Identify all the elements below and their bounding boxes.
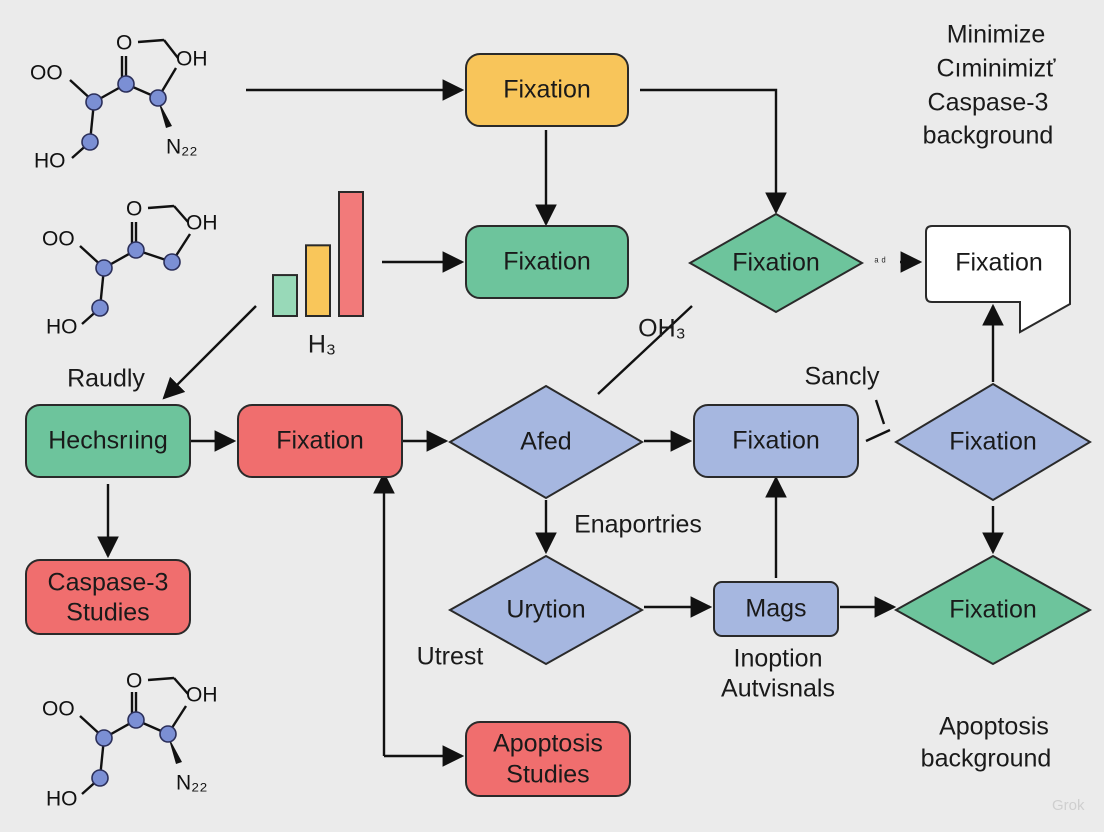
mol-n22-label: N₂₂ (176, 772, 207, 795)
mol-oo-label: OO (30, 62, 63, 85)
label-enaportries: Enaportries (574, 511, 702, 539)
label-inoption-line2: Autvisnals (721, 675, 835, 703)
node-afed-label: Afed (520, 428, 571, 456)
node-urytion-diamond-shape (447, 554, 645, 666)
node-fixation-mid-box (465, 225, 629, 299)
node-caspase-studies-line1: Caspase-3 (48, 569, 169, 597)
mol-n22-label: N₂₂ (166, 136, 197, 159)
molecule-structure-bottom: OO O OH HO N₂₂ (42, 670, 218, 811)
node-fixation-diamond-top-shape (687, 212, 865, 314)
connectors (97, 79, 1004, 767)
mol-o-label: O (126, 670, 142, 693)
arrow-fixation-top-to-diamond (640, 88, 787, 215)
mol-o-label: O (116, 32, 132, 55)
node-fixation-red[interactable]: Fixation (237, 404, 403, 478)
title-line3: Caspase-3 (928, 89, 1049, 117)
node-fixation-diamond-right-label: Fixation (949, 428, 1037, 456)
line-sancly-tick (874, 399, 886, 425)
label-utrest: Utrest (417, 643, 484, 671)
mol-o-label: O (126, 198, 142, 221)
node-fixation-diamond-bottom-label: Fixation (949, 596, 1037, 624)
node-caspase-studies[interactable]: Caspase-3 Studies (25, 559, 191, 635)
node-fixation-top-box (465, 53, 629, 127)
node-fixation-mid-label: Fixation (503, 248, 591, 276)
label-raudly: Raudly (67, 365, 145, 393)
node-mags-box (713, 581, 839, 637)
node-fixation-callout-label: Fixation (955, 249, 1043, 277)
chart-icon-bar (305, 244, 331, 318)
mol-oo-label: OO (42, 228, 75, 251)
title-block: Minimize Cıminimizť Caspase-3 background (923, 21, 1056, 150)
mol-ho-label: HO (46, 788, 78, 811)
mol-ho-label: HO (46, 316, 78, 339)
node-fixation-diamond-right-shape (894, 382, 1092, 502)
node-mechanism-box (25, 404, 191, 478)
node-urytion-diamond[interactable]: Urytion (447, 554, 645, 666)
node-fixation-callout[interactable]: Fixation (925, 225, 1071, 334)
node-fixation-red-box (237, 404, 403, 478)
node-apoptosis-studies-line1: Apoptosis (493, 730, 603, 758)
node-fixation-top-label: Fixation (503, 76, 591, 104)
node-mechanism-label: Hechsrıing (48, 427, 168, 455)
node-mags[interactable]: Mags (713, 581, 839, 637)
node-apoptosis-studies-box (465, 721, 631, 797)
node-mechanism[interactable]: Hechsrıing (25, 404, 191, 478)
node-fixation-diamond-bottom-shape (893, 554, 1093, 666)
label-apoptosis-bg-line1: Apoptosis (939, 713, 1049, 741)
node-fixation-blue[interactable]: Fixation (693, 404, 859, 478)
mol-oo-label: OO (42, 698, 75, 721)
title-line2: Cıminimizť (936, 55, 1056, 83)
small-arrow-glyph: ᵃ ᵈ (874, 256, 885, 268)
node-fixation-diamond-right[interactable]: Fixation (894, 382, 1092, 502)
node-mags-label: Mags (745, 595, 806, 623)
node-fixation-blue-label: Fixation (732, 427, 820, 455)
node-fixation-mid[interactable]: Fixation (465, 225, 629, 299)
node-fixation-diamond-bottom[interactable]: Fixation (893, 554, 1093, 666)
chart-icon-bar (338, 191, 364, 317)
mol-ho-label: HO (34, 150, 66, 173)
node-caspase-studies-box (25, 559, 191, 635)
title-line1: Minimize (947, 21, 1046, 49)
node-apoptosis-studies[interactable]: Apoptosis Studies (465, 721, 631, 797)
label-sancly: Sancly (804, 363, 880, 391)
mol-oh-label: OH (186, 684, 218, 707)
node-urytion-label: Urytion (506, 596, 585, 624)
chart-icon-bar (272, 274, 298, 317)
bar-chart-icon (272, 191, 364, 318)
node-fixation-diamond-top-label: Fixation (732, 249, 820, 277)
line-afed-to-diamond (597, 305, 693, 395)
node-apoptosis-studies-line2: Studies (506, 761, 589, 789)
node-caspase-studies-line2: Studies (66, 599, 149, 627)
mol-oh-label: OH (186, 212, 218, 235)
arrow-chart-to-mechanism (162, 305, 257, 400)
label-inoption-line1: Inoption (734, 645, 823, 673)
node-fixation-red-label: Fixation (276, 427, 364, 455)
title-line4: background (923, 122, 1054, 150)
node-fixation-diamond-top[interactable]: Fixation (687, 212, 865, 314)
molecule-structure-middle: OO O OH HO (42, 198, 218, 339)
node-afed-diamond[interactable]: Afed (448, 384, 644, 500)
node-fixation-callout-shape (925, 225, 1071, 334)
molecule-structure-top: OO O OH HO N₂₂ (30, 32, 208, 173)
label-apoptosis-bg-line2: background (921, 745, 1052, 773)
watermark-text: Grok (1052, 797, 1085, 814)
node-fixation-blue-box (693, 404, 859, 478)
node-afed-diamond-shape (448, 384, 644, 500)
label-oh3: OH₃ (638, 315, 686, 343)
h3-label: H₃ (308, 331, 336, 359)
mol-oh-label: OH (176, 48, 208, 71)
node-fixation-top[interactable]: Fixation (465, 53, 629, 127)
line-fixation-blue-to-diamond (865, 428, 891, 443)
